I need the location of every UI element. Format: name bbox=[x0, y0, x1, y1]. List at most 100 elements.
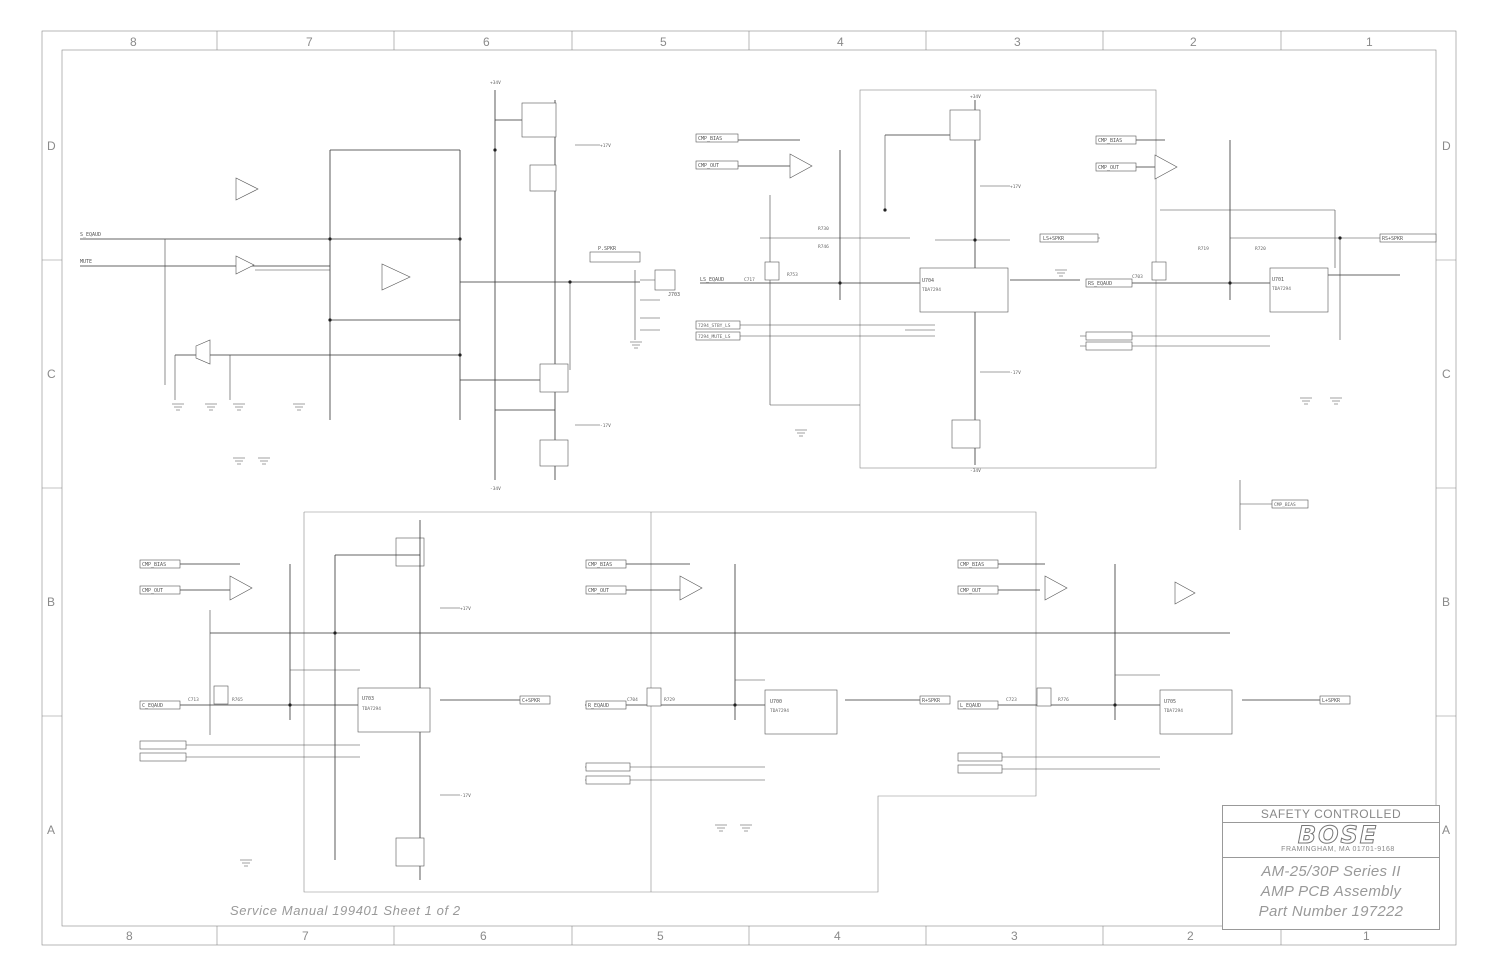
plus34-label-1: +34V bbox=[490, 80, 501, 86]
zone-col-1-bottom: 1 bbox=[1363, 929, 1370, 943]
safety-controlled-label: SAFETY CONTROLLED bbox=[1223, 806, 1439, 823]
ls-r3-label: R746 bbox=[818, 244, 829, 250]
zone-col-6-top: 6 bbox=[483, 35, 490, 49]
mute-input-label: MUTE bbox=[80, 259, 92, 265]
r-ic-label: U700 bbox=[770, 699, 782, 705]
rs-r1-label: R720 bbox=[1255, 246, 1266, 252]
r-chip-label: TDA7294 bbox=[770, 708, 789, 714]
title-block: SAFETY CONTROLLED BOSE FRAMINGHAM, MA 01… bbox=[1222, 805, 1440, 930]
zone-col-8-bottom: 8 bbox=[126, 929, 133, 943]
ls-amp-section: CMP_BIAS CMP_OUT LS_EQAUD LS+SPKR U704 T… bbox=[695, 89, 1157, 474]
plus34-label-2: +34V bbox=[970, 94, 981, 100]
ls-output-label: LS+SPKR bbox=[1043, 236, 1065, 242]
zone-col-3-bottom: 3 bbox=[1011, 929, 1018, 943]
cmp-bias-label-2: CMP_BIAS bbox=[1098, 138, 1122, 144]
assembly-title: AMP PCB Assembly bbox=[1260, 883, 1402, 900]
zone-col-1-top: 1 bbox=[1366, 35, 1373, 49]
cmp-out-label-3: CMP_OUT bbox=[142, 588, 163, 594]
r-r1-label: R729 bbox=[664, 697, 675, 703]
r-cap-label: C704 bbox=[627, 697, 638, 703]
r-output-label: R+SPKR bbox=[922, 698, 941, 704]
rs-output-label: RS+SPKR bbox=[1382, 236, 1404, 242]
zone-row-d-left: D bbox=[47, 139, 56, 153]
plus17-label-3: +17V bbox=[460, 606, 471, 612]
ls-mute-label: 7294_MUTE_LS bbox=[698, 334, 731, 340]
c-output-label: C+SPKR bbox=[522, 698, 541, 704]
zone-col-2-top: 2 bbox=[1190, 35, 1197, 49]
title-description: AM-25/30P Series II AMP PCB Assembly Par… bbox=[1223, 857, 1439, 929]
zone-row-a-right: A bbox=[1442, 823, 1450, 837]
minus17-label-3: -17V bbox=[460, 793, 471, 799]
zone-col-6-bottom: 6 bbox=[480, 929, 487, 943]
l-input-label: L_EQAUD bbox=[960, 703, 981, 709]
zone-col-2-bottom: 2 bbox=[1187, 929, 1194, 943]
service-manual-label: Service Manual 199401 Sheet 1 of 2 bbox=[230, 903, 461, 918]
ls-r1-label: R753 bbox=[787, 272, 798, 278]
zone-col-5-top: 5 bbox=[660, 35, 667, 49]
zone-col-7-bottom: 7 bbox=[302, 929, 309, 943]
c-chip-label: TDA7294 bbox=[362, 706, 381, 712]
connector-label: J703 bbox=[668, 292, 680, 298]
zone-col-5-bottom: 5 bbox=[657, 929, 664, 943]
rs-input-label: RS_EQAUD bbox=[1088, 281, 1112, 287]
model-title: AM-25/30P Series II bbox=[1261, 863, 1401, 880]
r-amp-section: CMP_BIAS CMP_OUT R_EQAUD R+SPKR U700 TDA… bbox=[585, 559, 951, 785]
c-input-label: C_EQAUD bbox=[142, 703, 163, 709]
zone-row-c-left: C bbox=[47, 367, 56, 381]
l-chip-label: TDA7294 bbox=[1164, 708, 1183, 714]
zone-row-c-right: C bbox=[1442, 367, 1451, 381]
l-r1-label: R776 bbox=[1058, 697, 1069, 703]
bose-logo-text: BOSE bbox=[1297, 821, 1379, 849]
plus17-label-2: +17V bbox=[1010, 184, 1021, 190]
l-amp-section: CMP_BIAS CMP_OUT L_EQAUD L+SPKR U705 TDA… bbox=[957, 559, 1351, 774]
speaker-header-label: P.SPKR bbox=[598, 246, 617, 252]
ls-stby-label: 7294_STBY_LS bbox=[698, 323, 731, 329]
zone-col-3-top: 3 bbox=[1014, 35, 1021, 49]
cmp-bias-label-6: CMP_BIAS bbox=[960, 562, 984, 568]
bass-input-label: S_EQAUD bbox=[80, 232, 101, 238]
c-ic-label: U703 bbox=[362, 696, 374, 702]
l-ic-label: U705 bbox=[1164, 699, 1176, 705]
minus34-label-2: -34V bbox=[970, 468, 981, 474]
l-output-label: L+SPKR bbox=[1322, 698, 1341, 704]
cmp-bias-label-1: CMP_BIAS bbox=[698, 136, 722, 142]
rs-r2-label: R719 bbox=[1198, 246, 1209, 252]
c-amp-section: CMP_BIAS CMP_OUT C_EQAUD C+SPKR U703 TDA… bbox=[139, 520, 551, 880]
cmp-out-label-1: CMP_OUT bbox=[698, 163, 719, 169]
ls-r2-label: R730 bbox=[818, 226, 829, 232]
part-number: Part Number 197222 bbox=[1258, 903, 1404, 920]
company-address: FRAMINGHAM, MA 01701-9168 bbox=[1281, 846, 1395, 853]
minus17-label-1: -17V bbox=[600, 423, 611, 429]
ls-cap-label: C717 bbox=[744, 277, 755, 283]
bass-amp-section: S_EQAUD MUTE P.SPKR J703 +17V -17V +34V … bbox=[80, 80, 680, 567]
l-cap-label: C723 bbox=[1006, 697, 1017, 703]
ground-symbols bbox=[172, 269, 1342, 867]
zone-row-b-left: B bbox=[47, 595, 55, 609]
c-r1-label: R765 bbox=[232, 697, 243, 703]
rs-chip-label: TDA7294 bbox=[1272, 286, 1291, 292]
ls-input-label: LS_EQAUD bbox=[700, 277, 724, 283]
cmp-bias-label-3: CMP_BIAS bbox=[1274, 502, 1296, 508]
bose-logo: BOSE FRAMINGHAM, MA 01701-9168 bbox=[1223, 822, 1439, 858]
zone-col-8-top: 8 bbox=[130, 35, 137, 49]
cmp-out-label-4: CMP_OUT bbox=[588, 588, 609, 594]
rs-ic-label: U701 bbox=[1272, 277, 1284, 283]
minus17-label-2: -17V bbox=[1010, 370, 1021, 376]
zone-labels: 8 7 6 5 4 3 2 1 8 7 6 5 4 3 2 1 D C B A … bbox=[47, 35, 1451, 943]
cmp-out-label-2: CMP_OUT bbox=[1098, 165, 1119, 171]
zone-col-4-bottom: 4 bbox=[834, 929, 841, 943]
rs-cap-label: C703 bbox=[1132, 274, 1143, 280]
rs-amp-section: CMP_BIAS CMP_OUT RS_EQAUD RS+SPKR U701 T… bbox=[1080, 135, 1437, 530]
plus17-label-1: +17V bbox=[600, 143, 611, 149]
minus34-label-1: -34V bbox=[490, 486, 501, 492]
ls-ic-label: U704 bbox=[922, 278, 934, 284]
cmp-bias-label-4: CMP_BIAS bbox=[142, 562, 166, 568]
r-input-label: R_EQAUD bbox=[588, 703, 609, 709]
zone-col-7-top: 7 bbox=[306, 35, 313, 49]
cmp-out-label-5: CMP_OUT bbox=[960, 588, 981, 594]
c-cap-label: C713 bbox=[188, 697, 199, 703]
zone-ticks bbox=[42, 31, 1456, 945]
zone-col-4-top: 4 bbox=[837, 35, 844, 49]
